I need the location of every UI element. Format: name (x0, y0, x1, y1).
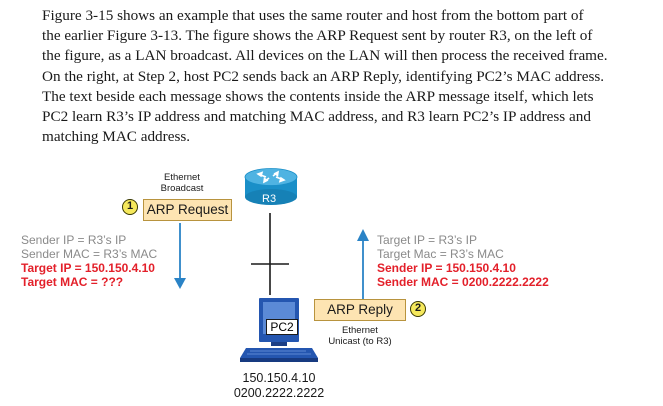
reply-contents: Target IP = R3’s IP Target Mac = R3’s MA… (377, 233, 549, 289)
request-ethernet-label: Ethernet Broadcast (152, 172, 212, 194)
pc-label: PC2 (266, 319, 298, 335)
request-contents: Sender IP = R3’s IP Sender MAC = R3’s MA… (21, 233, 157, 289)
step-2-badge: 2 (410, 301, 426, 317)
request-gray-line: Sender IP = R3’s IP (21, 233, 127, 247)
request-red-line: Target IP = 150.150.4.10 (21, 261, 155, 275)
reply-red-line: Sender IP = 150.150.4.10 (377, 261, 516, 275)
arp-request-box: ARP Request (143, 199, 232, 221)
paragraph-line: PC2 learn R3’s IP address and matching M… (42, 108, 591, 126)
reply-gray-line: Target Mac = R3’s MAC (377, 247, 504, 261)
body-paragraph: Figure 3-15 shows an example that uses t… (42, 6, 654, 147)
pc-ip: 150.150.4.10 (242, 371, 316, 385)
arp-reply-box: ARP Reply (314, 299, 406, 321)
reply-ethernet-line: Ethernet (342, 325, 378, 336)
request-gray-line: Sender MAC = R3’s MAC (21, 247, 158, 261)
reply-gray-line: Target IP = R3’s IP (377, 233, 477, 247)
reply-red-line: Sender MAC = 0200.2222.2222 (377, 275, 549, 289)
reply-ethernet-label: Ethernet Unicast (to R3) (318, 325, 402, 347)
request-red-line: Target MAC = ??? (21, 275, 124, 289)
request-arrow (174, 223, 186, 289)
paragraph-line: matching MAC address. (42, 128, 191, 146)
router-label: R3 (262, 193, 277, 205)
reply-ethernet-line: Unicast (to R3) (328, 336, 392, 347)
step-1-badge: 1 (122, 199, 138, 215)
pc-mac: 0200.2222.2222 (233, 386, 325, 400)
reply-arrow (357, 229, 369, 299)
paragraph-line: Figure 3-15 shows an example that uses t… (42, 7, 584, 24)
request-ethernet-line: Ethernet (164, 172, 200, 183)
paragraph-line: the figure, as a LAN broadcast. All devi… (42, 47, 608, 65)
paragraph-line: the earlier Figure 3-13. The figure show… (42, 27, 593, 45)
request-ethernet-line: Broadcast (160, 183, 204, 194)
pc-addresses: 150.150.4.10 0200.2222.2222 (219, 371, 339, 401)
paragraph-line: On the right, at Step 2, host PC2 sends … (42, 67, 605, 85)
paragraph-line: The text beside each message shows the c… (42, 87, 594, 105)
arp-figure: R3 PC2 Ethernet Broadcast 1 ARP Request … (0, 165, 663, 406)
router-icon (244, 168, 298, 205)
